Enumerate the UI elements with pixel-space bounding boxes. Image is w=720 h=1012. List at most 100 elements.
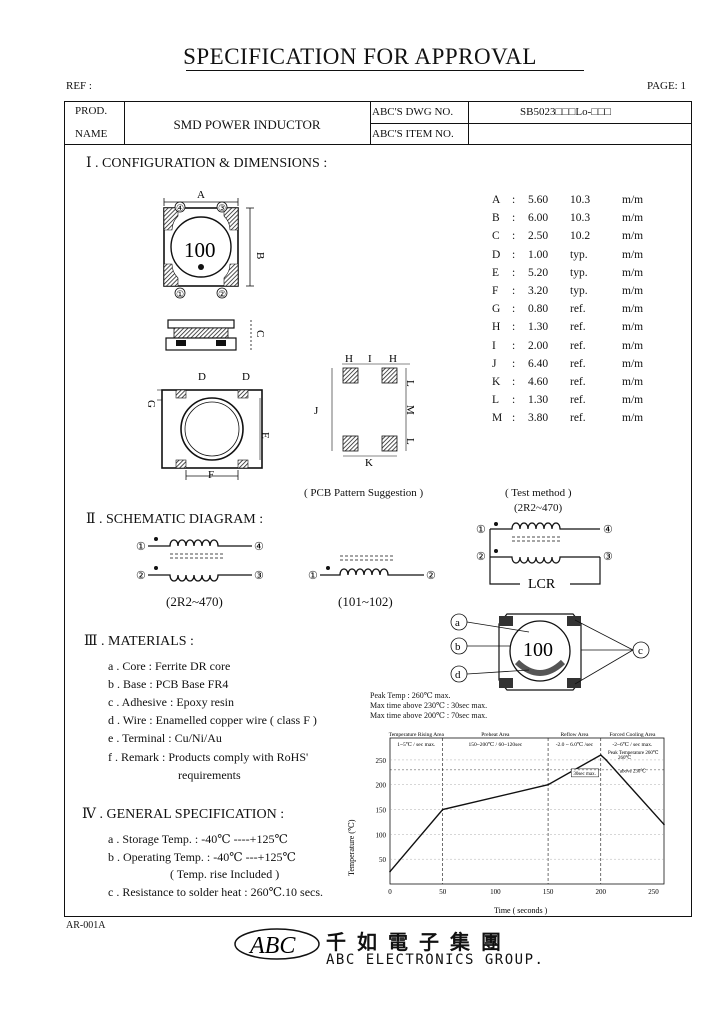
dimension-value: 3.80 [528,412,549,425]
dimension-tol: typ. [570,248,588,261]
zone-rate: -2.0 ~ 6.0℃ /sec [556,741,594,748]
dimension-unit: m/m [622,248,644,261]
dimension-key: F [492,284,499,297]
dimension-separator: : [512,375,516,388]
spec-solder-heat: c . Resistance to solder heat : 260℃.10 … [108,885,323,900]
zone-label: Temperature Rising Area [389,732,445,738]
material-base-value: PCB Base FR4 [155,677,229,691]
dim-label-f: F [208,469,214,481]
dimension-tol: ref. [570,339,586,352]
reflow-notes: Peak Temp : 260℃ max. Max time above 230… [370,691,487,721]
logo-text: ABC [248,933,296,959]
dimension-unit: m/m [622,375,644,388]
dimension-separator: : [512,412,516,425]
schematic-range-2: (101~102) [338,594,393,609]
dimension-key: H [492,321,501,334]
dimension-unit: m/m [622,230,644,243]
dimension-key: K [492,375,501,388]
dimension-separator: : [512,194,516,206]
zone-rate: -2~6℃ / sec max. [612,741,653,748]
zone-label: Reflow Area [560,731,589,738]
callout-a: a [455,617,460,629]
dimension-key: B [492,212,500,225]
y-tick-label: 200 [376,782,387,790]
dim-label-j: J [314,405,319,417]
dimension-separator: : [512,357,516,370]
spec-solder-heat-value: 260℃.10 secs. [250,885,324,899]
dimension-separator: : [512,394,516,407]
reflow-note: Peak Temp : 260℃ max. [370,691,451,700]
dimension-separator: : [512,212,516,225]
pin-3-label: ③ [218,203,226,213]
dimension-unit: m/m [622,321,644,334]
dimension-separator: : [512,321,516,334]
dim-label-m: M [404,405,416,415]
x-tick-label: 250 [648,888,659,896]
dimension-key: C [492,230,500,243]
pin-1-label: ① [308,570,318,582]
dim-label-h2: H [389,353,397,365]
section-materials: Ⅲ . MATERIALS : [84,634,194,649]
y-tick-label: 50 [379,856,387,864]
material-wire-value: Enamelled copper wire ( class F ) [155,713,317,727]
above-annotation: above 230℃ [620,768,647,774]
test-method-drawing: ① ② ④ ③ LCR [476,522,613,592]
y-tick-label: 150 [376,807,387,815]
lcr-label: LCR [528,577,556,592]
callout-b: b [455,641,461,653]
dimension-separator: : [512,284,516,297]
material-remark-value: Products comply with RoHS' [168,750,309,764]
pin-4-label: ④ [254,541,264,553]
pin-2-label: ② [218,289,226,299]
dimension-key: J [492,357,497,370]
chart-frame [389,737,665,885]
dimension-value: 2.50 [528,230,549,243]
material-adhesive: c . Adhesive : Epoxy resin [108,695,234,710]
dim-label-i: I [368,353,372,365]
dimension-key: L [492,394,500,407]
pcb-caption: ( PCB Pattern Suggestion ) [304,487,424,499]
ref-label: REF : [66,80,92,92]
callout-d: d [455,669,461,681]
dimension-value: 5.20 [528,266,549,279]
material-adhesive-label: c . Adhesive : [108,695,174,709]
material-base-label: b . Base : [108,677,153,691]
configuration-drawings: A 100 ④ ③ ① ② B C D D G [145,189,416,481]
window-box [571,768,599,778]
callout-c: c [638,645,643,657]
side-view-drawing: C [165,319,266,351]
spec-solder-heat-label: c . Resistance to solder heat : [108,885,248,899]
dimension-value: 4.60 [528,375,549,388]
schematic-drawings: ① ② ④ ③ ① ② [136,537,436,582]
page-number: PAGE: 1 [646,80,686,92]
dimension-unit: m/m [622,266,644,279]
material-remark-label: f . Remark : [108,750,166,764]
zone-label: Preheat Area [481,732,510,738]
x-tick-label: 100 [490,888,501,896]
dimension-tol: typ. [570,266,588,279]
name-label: NAME [75,128,108,140]
dimension-key: D [492,248,501,261]
y-axis-label: Temperature (℃) [347,819,356,876]
dwg-label: ABC'S DWG NO. [372,106,454,118]
reflow-profile-point [663,823,665,826]
dimension-value: 3.20 [528,284,549,297]
material-core: a . Core : Ferrite DR core [108,659,230,674]
dim-label-d2: D [242,371,250,383]
dimension-unit: m/m [622,339,644,352]
header-divider [370,123,692,124]
schematic-101-102: ① ② [308,555,436,582]
reflow-profile-point [599,754,602,756]
company-logo: ABC [234,928,320,960]
